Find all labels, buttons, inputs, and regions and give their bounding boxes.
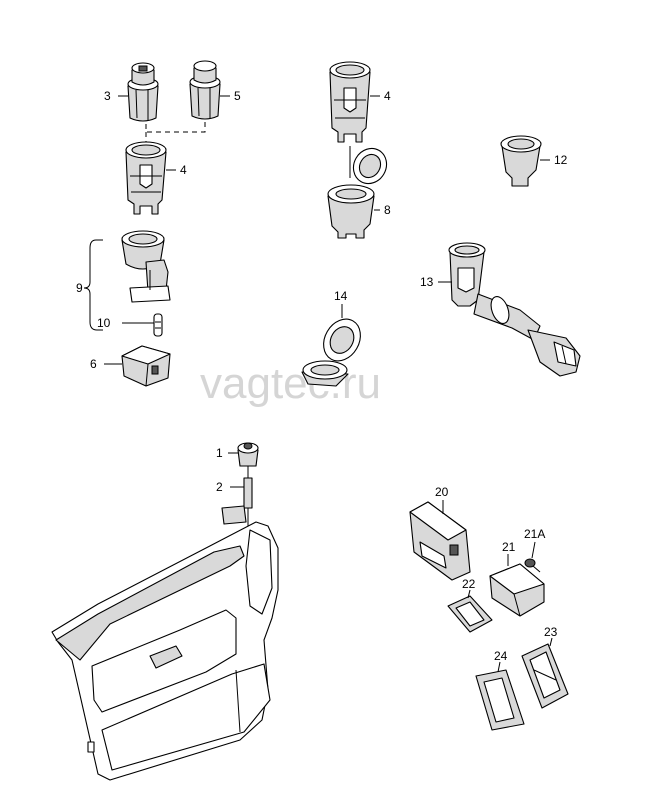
part-24-seal-frame <box>475 669 525 731</box>
part-6-connector <box>121 345 171 387</box>
part-21a-screw <box>524 558 541 573</box>
part-20-control-module <box>409 501 471 581</box>
callout-21: 21 <box>502 540 516 554</box>
part-4-socket-housing-left <box>125 141 167 215</box>
callout-12: 12 <box>554 153 568 167</box>
part-5-cap <box>189 60 221 120</box>
callout-21a: 21A <box>524 527 545 541</box>
callout-13: 13 <box>420 275 434 289</box>
part-4-socket-housing-right <box>329 61 371 143</box>
part-1-lock-button <box>237 442 259 467</box>
door-trim-panel <box>51 521 279 781</box>
part-8-socket-with-lid <box>327 147 388 239</box>
part-23-mounting-plate <box>521 643 569 709</box>
part-3-socket-cap <box>127 62 159 122</box>
watermark: vagtec.ru <box>200 359 381 408</box>
callout-10: 10 <box>97 316 111 330</box>
part-22-gasket <box>447 595 493 633</box>
callout-8: 8 <box>384 203 391 217</box>
callout-5: 5 <box>234 89 241 103</box>
callout-24: 24 <box>494 649 508 663</box>
part-21-motor-module <box>489 563 545 617</box>
part-13-socket-with-harness <box>448 242 581 377</box>
callout-2: 2 <box>216 480 223 494</box>
callout-6: 6 <box>90 357 97 371</box>
part-14-cover-with-lid <box>301 318 361 387</box>
callout-14: 14 <box>334 289 348 303</box>
part-2-lock-rod <box>221 477 253 538</box>
callout-4-right: 4 <box>384 89 391 103</box>
callout-23: 23 <box>544 625 558 639</box>
callout-3: 3 <box>104 89 111 103</box>
part-12-trim-ring <box>500 135 542 187</box>
callout-9: 9 <box>76 281 83 295</box>
callout-4-left: 4 <box>180 163 187 177</box>
callout-1: 1 <box>216 446 223 460</box>
part-10-clip <box>153 313 163 337</box>
part-9-socket-assembly <box>121 230 171 303</box>
callout-20: 20 <box>435 485 449 499</box>
callout-22: 22 <box>462 577 476 591</box>
